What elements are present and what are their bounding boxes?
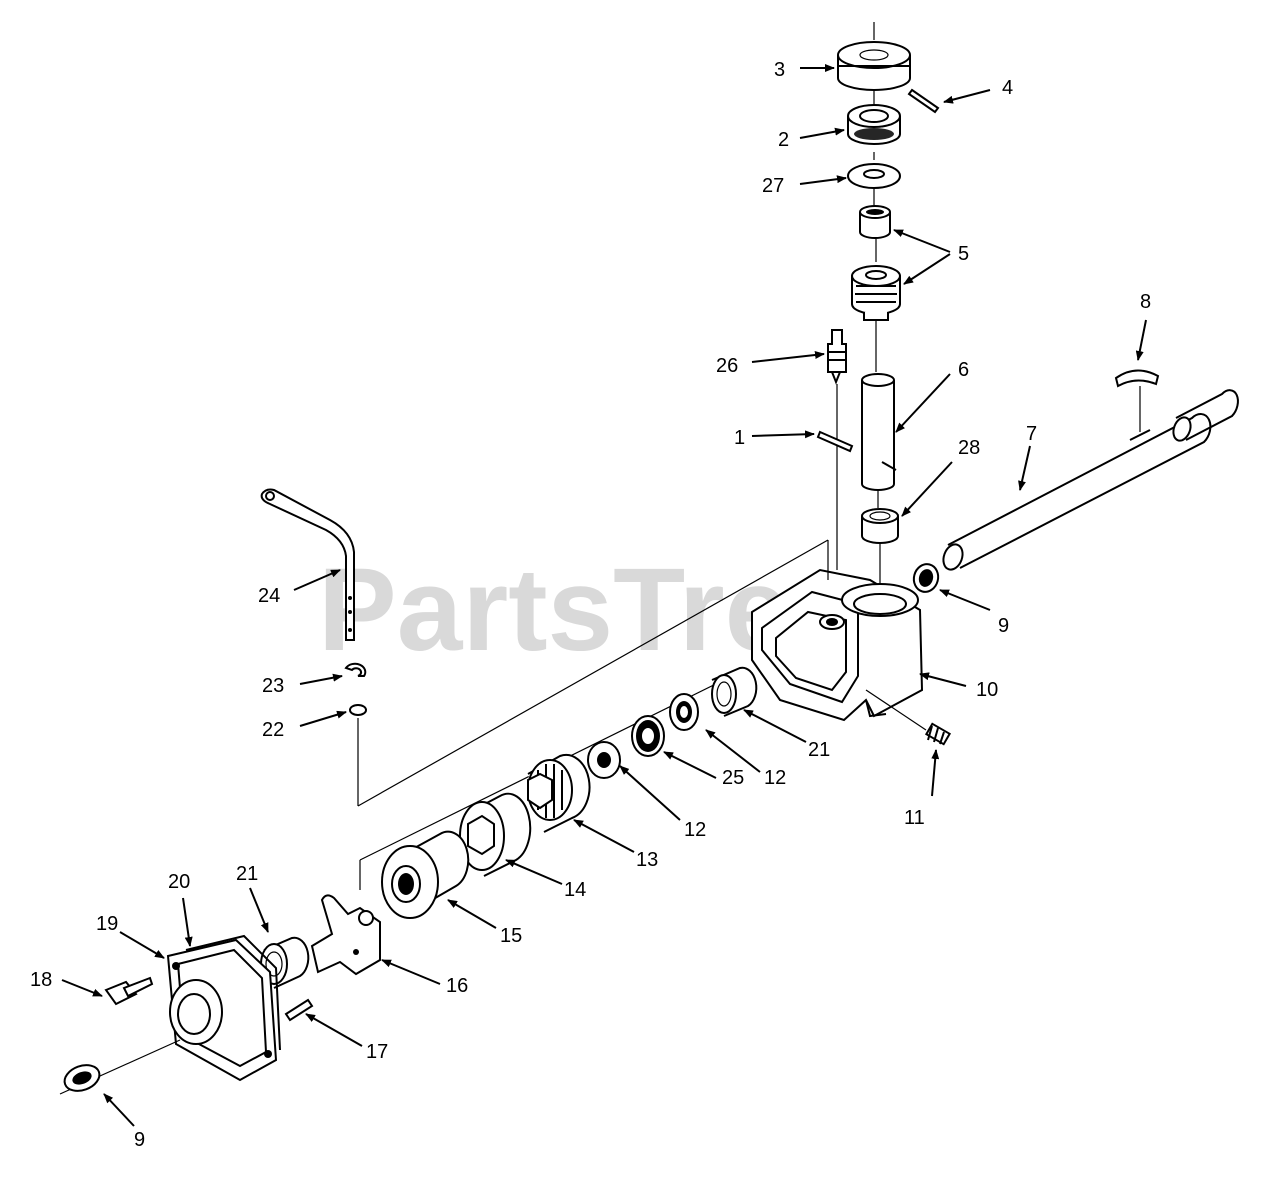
part-16-shift-fork: [310, 894, 381, 976]
callout-9-right: 9: [998, 615, 1009, 637]
part-22-washer: [349, 704, 367, 716]
callout-3: 3: [774, 59, 785, 81]
callout-2: 2: [778, 129, 789, 151]
callout-15: 15: [500, 925, 522, 947]
part-2-bearing: [847, 104, 901, 145]
callout-9-left: 9: [134, 1129, 145, 1151]
callout-21-left: 21: [236, 863, 258, 885]
callout-10: 10: [976, 679, 998, 701]
part-3-pulley: [837, 41, 911, 91]
part-20-cover: [166, 934, 281, 1082]
part-18-bolt: [104, 976, 154, 1006]
callout-4: 4: [1002, 77, 1013, 99]
callout-8: 8: [1140, 291, 1151, 313]
part-27-washer: [847, 163, 901, 189]
part-12-washer-left: [587, 741, 621, 779]
part-5-gear: [851, 265, 901, 321]
callout-12-right: 12: [764, 767, 786, 789]
callout-27: 27: [762, 175, 784, 197]
callout-6: 6: [958, 359, 969, 381]
callout-23: 23: [262, 675, 284, 697]
part-10-gear-case: [751, 568, 924, 722]
callout-labels: 3 4 2 27 5 8 26 6 1 7 28 24 9 23 10 22 2…: [30, 59, 1151, 1151]
part-14-clutch: [459, 792, 532, 877]
part-9-seal-left: [63, 1064, 101, 1092]
part-21-bushing-right: [711, 666, 758, 717]
callout-21-right: 21: [808, 739, 830, 761]
part-28-bushing: [861, 508, 899, 544]
part-15-cone: [381, 830, 470, 919]
callout-22: 22: [262, 719, 284, 741]
part-24-shift-rod: [260, 488, 355, 641]
callout-28: 28: [958, 437, 980, 459]
part-4-pin: [907, 88, 940, 114]
part-8-key: [1114, 369, 1160, 388]
callout-20: 20: [168, 871, 190, 893]
callout-14: 14: [564, 879, 586, 901]
vertical-shaft-assembly: [816, 22, 940, 585]
callout-19: 19: [96, 913, 118, 935]
callout-11: 11: [904, 807, 925, 829]
part-7-axle: [942, 389, 1239, 571]
callout-13: 13: [636, 849, 658, 871]
leader-lines: [61, 64, 1147, 1127]
part-26-grease-fitting: [827, 329, 847, 385]
part-25-thrust-bearing: [631, 715, 665, 757]
callout-24: 24: [258, 585, 280, 607]
callout-17: 17: [366, 1041, 388, 1063]
part-5-bushing: [859, 205, 891, 239]
callout-12-left: 12: [684, 819, 706, 841]
callout-16: 16: [446, 975, 468, 997]
part-9-seal-right: [912, 563, 940, 593]
part-23-clip: [344, 662, 367, 677]
part-17-pin: [284, 998, 314, 1022]
callout-1: 1: [734, 427, 745, 449]
part-6-shaft: [861, 373, 897, 491]
callout-26: 26: [716, 355, 738, 377]
part-11-set-screw: [924, 722, 952, 746]
callout-25: 25: [722, 767, 744, 789]
part-12-washer-right: [669, 693, 699, 731]
callout-7: 7: [1026, 423, 1037, 445]
callout-5: 5: [958, 243, 969, 265]
callout-18: 18: [30, 969, 52, 991]
part-13-gear: [527, 753, 591, 833]
part-1-pin: [816, 430, 854, 453]
